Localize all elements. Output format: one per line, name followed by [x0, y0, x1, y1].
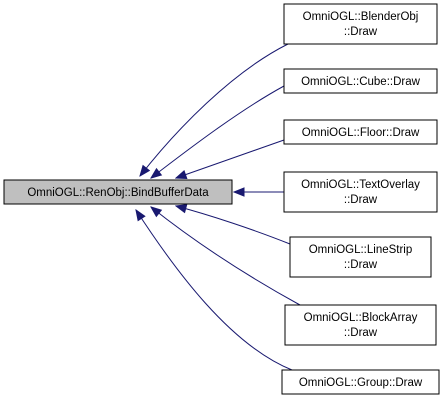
node-group-draw-label: OmniOGL::Group::Draw	[299, 377, 423, 389]
node-blockarray-draw-box	[284, 304, 437, 346]
node-blenderobj-draw-box	[283, 3, 438, 45]
node-bindbufferdata[interactable]: OmniOGL::RenObj::BindBufferData	[3, 179, 233, 205]
node-blockarray-draw-label-1: OmniOGL::BlockArray	[304, 312, 418, 324]
edges-group	[136, 43, 301, 371]
node-floor-draw-label: OmniOGL::Floor::Draw	[302, 127, 420, 139]
node-blenderobj-draw-label-2: ::Draw	[344, 26, 378, 38]
node-linestrip-draw[interactable]: OmniOGL::LineStrip ::Draw	[289, 236, 432, 278]
node-blockarray-draw[interactable]: OmniOGL::BlockArray ::Draw	[284, 304, 437, 346]
node-textoverlay-draw-label-2: ::Draw	[344, 194, 378, 206]
node-group-draw[interactable]: OmniOGL::Group::Draw	[281, 369, 440, 395]
node-textoverlay-draw-box	[283, 171, 438, 213]
node-cube-draw-box	[283, 68, 438, 94]
node-group-draw-box	[281, 369, 440, 395]
node-cube-draw[interactable]: OmniOGL::Cube::Draw	[283, 68, 438, 94]
node-floor-draw-box	[283, 119, 438, 145]
node-cube-draw-label: OmniOGL::Cube::Draw	[301, 76, 421, 88]
edge-blockarray	[151, 207, 301, 306]
node-blockarray-draw-label-2: ::Draw	[344, 327, 378, 339]
edge-group	[136, 210, 293, 371]
edge-linestrip	[176, 206, 291, 245]
node-blenderobj-draw-label-1: OmniOGL::BlenderObj	[303, 11, 419, 23]
edge-floor	[176, 139, 285, 178]
node-linestrip-draw-label-2: ::Draw	[344, 259, 378, 271]
node-blenderobj-draw[interactable]: OmniOGL::BlenderObj ::Draw	[283, 3, 438, 45]
node-textoverlay-draw[interactable]: OmniOGL::TextOverlay ::Draw	[283, 171, 438, 213]
edge-cube	[151, 85, 285, 178]
node-linestrip-draw-box	[289, 236, 432, 278]
node-bindbufferdata-box	[3, 179, 233, 205]
node-bindbufferdata-label: OmniOGL::RenObj::BindBufferData	[27, 187, 209, 199]
edge-blenderobj	[140, 43, 289, 176]
node-linestrip-draw-label-1: OmniOGL::LineStrip	[309, 244, 413, 256]
node-textoverlay-draw-label-1: OmniOGL::TextOverlay	[301, 179, 420, 191]
node-floor-draw[interactable]: OmniOGL::Floor::Draw	[283, 119, 438, 145]
